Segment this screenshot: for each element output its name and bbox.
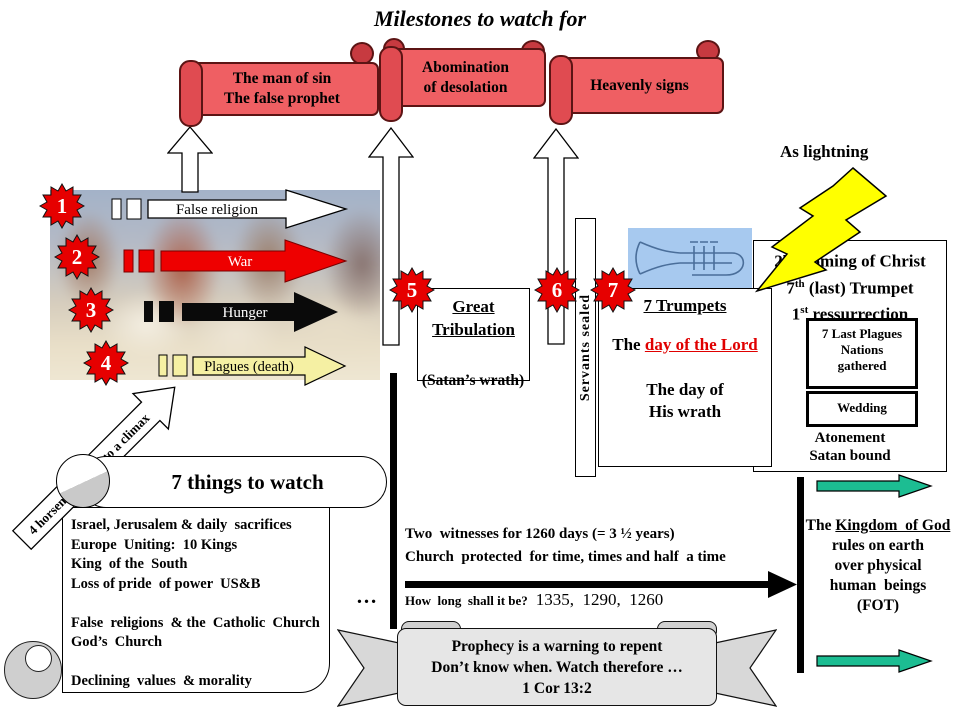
seal-badge-7: 7 [590,267,636,313]
scroll-end-curl-icon [56,454,110,508]
seven-things-title: 7 things to watch [171,469,324,494]
banner-man-of-sin-line1: The man of sin [232,70,332,87]
banner-right-tail-icon [714,629,777,707]
prophecy-line2: Don’t know when. Watch therefore … [431,659,683,676]
up-arrow-to-abomination-icon [368,127,414,346]
list-item: Europe Uniting: 10 Kings [71,536,238,553]
seal-badge-3: 3 [68,287,114,333]
as-lightning-label: As lightning [780,142,869,161]
great-tribulation-box: Great Tribulation [417,288,530,381]
list-item: Declining values & morality [71,673,252,689]
plagues-label: Plagues (death) [204,359,294,375]
scroll-roll-icon [549,55,573,125]
banner-heavenly-signs: Heavenly signs [555,57,724,114]
prophecy-line3: 1 Cor 13:2 [522,680,592,697]
kingdom-arrow-bottom-icon [816,649,933,673]
false-religion-label: False religion [176,202,259,218]
kingdom-line5: (FOT) [856,597,900,614]
svg-text:2: 2 [72,245,83,269]
left-divider-bar [390,373,397,629]
seven-things-list: Israel, Jerusalem & daily sacrifices Eur… [62,507,330,693]
seal-badge-1: 1 [39,183,85,229]
how-long-row: How long shall it be? 1335, 1290, 1260 [405,590,663,610]
satans-wrath-label: (Satan’s wrath) [421,372,525,389]
second-coming-box: 2nd Coming of Christ 7th (last) Trumpet … [753,240,947,472]
kingdom-arrow-top-icon [816,474,933,498]
list-item: God’s Church [71,634,163,650]
banner-left-tail-icon [337,629,400,707]
up-arrow-to-man-of-sin-icon [167,126,213,193]
seal-badge-4: 4 [83,340,129,386]
right-divider-bar [797,477,804,673]
banner-abomination-line2: of desolation [423,78,508,96]
day-of-the-lord-line: The day of the Lord [612,335,758,354]
ellipsis-label: … [356,584,377,608]
svg-text:5: 5 [407,278,418,302]
trumpet-icon [635,241,745,276]
list-item: Israel, Jerusalem & daily sacrifices [71,517,292,533]
prophecy-numbers: 1335, 1290, 1260 [535,590,664,609]
great-tribulation-line1: Great [452,297,495,316]
war-arrow: War [123,239,348,283]
kingdom-line3: over physical [834,557,922,574]
seven-trumpets-box: 7 Trumpets The day of the Lord The day o… [598,288,772,467]
banner-heavenly-signs-line1: Heavenly signs [590,76,689,94]
list-item [71,594,329,614]
seal-badge-2: 2 [54,234,100,280]
atonement-label: Atonement Satan bound [809,430,891,464]
svg-text:7: 7 [608,278,619,302]
list-item: False religions & the Catholic Church [71,614,320,631]
kingdom-line4: human beings [829,577,927,594]
banner-man-of-sin-line2: The false prophet [224,90,340,107]
trumpet-image [628,228,752,288]
war-label: War [228,254,253,270]
up-arrow-to-heavenly-signs-icon [533,128,579,345]
banner-man-of-sin: The man of sin The false prophet [185,62,379,116]
seven-trumpets-title: 7 Trumpets [643,296,727,315]
svg-text:6: 6 [552,278,563,302]
plagues-arrow: Plagues (death) [158,346,347,386]
second-coming-line2: 7th (last) Trumpet [786,277,914,298]
kingdom-line2: rules on earth [831,537,925,554]
list-item: Loss of pride of power US&B [71,575,261,592]
hunger-label: Hunger [223,305,268,321]
page-title: Milestones to watch for [373,6,587,31]
list-item [71,653,329,673]
timeline-arrow [405,571,797,598]
kingdom-of-god-text: The Kingdom of God rules on earth over p… [798,516,958,616]
false-religion-arrow: False religion [111,189,349,229]
scroll-roll-icon [379,46,403,122]
witnesses-line2: Church protected for time, times and hal… [405,549,726,565]
svg-text:1: 1 [57,194,68,218]
list-item: King of the South [71,556,188,572]
wedding-box: Wedding [806,391,918,427]
kingdom-line1: The Kingdom of God [805,517,951,534]
svg-text:4: 4 [101,351,112,375]
hunger-arrow: Hunger [144,292,338,332]
seal-badge-5: 5 [389,267,435,313]
prophecy-banner: Prophecy is a warning to repent Don’t kn… [397,628,717,706]
banner-abomination: Abomination of desolation [385,48,546,107]
seven-last-plagues-box: 7 Last Plagues Nations gathered [806,318,918,389]
svg-text:3: 3 [86,298,97,322]
scroll-roll-icon [179,60,203,127]
day-of-his-wrath-label: The day of His wrath [646,380,724,421]
seven-things-scroll: 7 things to watch [80,456,387,508]
great-tribulation-line2: Tribulation [432,320,515,339]
scroll-bottom-curl-icon [4,641,62,699]
witnesses-line1: Two witnesses for 1260 days (= 3 ½ years… [405,526,675,542]
banner-abomination-line1: Abomination [422,58,509,76]
servants-sealed-box: Servants sealed [575,218,596,477]
seal-badge-6: 6 [534,267,580,313]
prophecy-line1: Prophecy is a warning to repent [451,638,663,655]
how-long-label: How long shall it be? [405,593,528,608]
lightning-bolt-icon [754,167,888,293]
